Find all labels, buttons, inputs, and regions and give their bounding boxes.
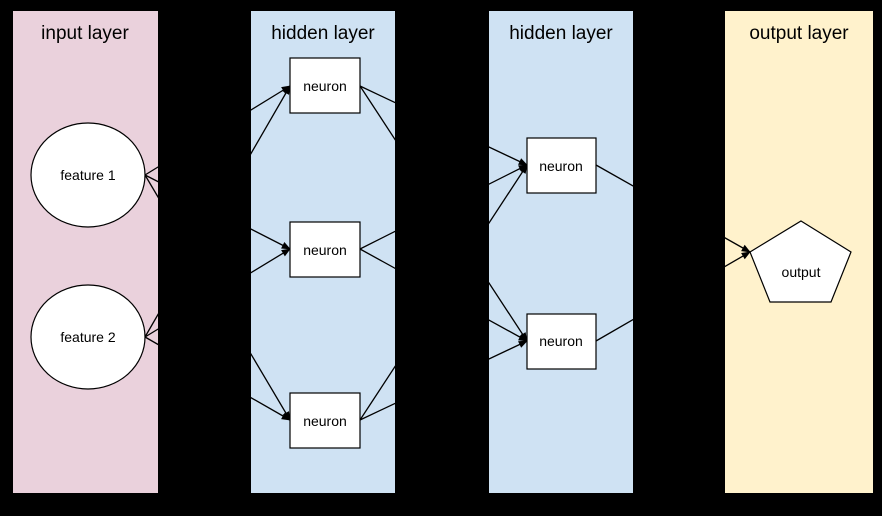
edge-h1-neuron3-to-h2-neuron1 — [359, 164, 528, 421]
input-layer-column — [13, 11, 158, 493]
edge-feature2-to-h1-neuron1 — [144, 85, 291, 338]
h1-neuron3-label: neuron — [303, 413, 347, 429]
feature2-label: feature 2 — [60, 329, 115, 345]
h1-neuron1-label: neuron — [303, 78, 347, 94]
edge-feature2-to-h1-neuron2 — [144, 248, 291, 338]
hidden-layer-2-column — [489, 11, 633, 493]
hidden-layer-2-title: hidden layer — [509, 23, 613, 44]
edge-h2-neuron2-to-output — [595, 251, 751, 342]
h2-neuron2-box — [526, 313, 597, 370]
edge-h1-neuron3-to-h2-neuron2 — [359, 340, 528, 421]
h2-neuron2-label: neuron — [539, 333, 583, 349]
edge-h1-neuron2-to-h2-neuron2 — [359, 248, 528, 342]
edge-h1-neuron1-to-h2-neuron2 — [359, 85, 528, 342]
h1-neuron1-box — [289, 57, 361, 114]
h2-neuron1-box — [526, 137, 597, 194]
edge-feature1-to-h1-neuron3 — [144, 174, 291, 421]
edge-h2-neuron1-to-output — [595, 164, 751, 253]
output-label: output — [782, 264, 821, 280]
h1-neuron3-box — [289, 392, 361, 449]
edge-h1-neuron2-to-h2-neuron1 — [359, 164, 528, 250]
input-layer-title: input layer — [41, 23, 129, 44]
h1-neuron2-box — [289, 221, 361, 278]
feature2-circle — [30, 284, 146, 390]
edge-feature1-to-h1-neuron1 — [144, 85, 291, 176]
feature1-circle — [30, 122, 146, 228]
edge-feature2-to-h1-neuron3 — [144, 336, 291, 421]
edges — [144, 85, 751, 421]
hidden-layer-1-title: hidden layer — [271, 23, 375, 44]
edge-h1-neuron1-to-h2-neuron1 — [359, 85, 528, 166]
h2-neuron1-label: neuron — [539, 158, 583, 174]
feature1-label: feature 1 — [60, 167, 115, 183]
output-layer-title: output layer — [749, 23, 849, 44]
h1-neuron2-label: neuron — [303, 242, 347, 258]
output-pentagon — [749, 220, 852, 303]
